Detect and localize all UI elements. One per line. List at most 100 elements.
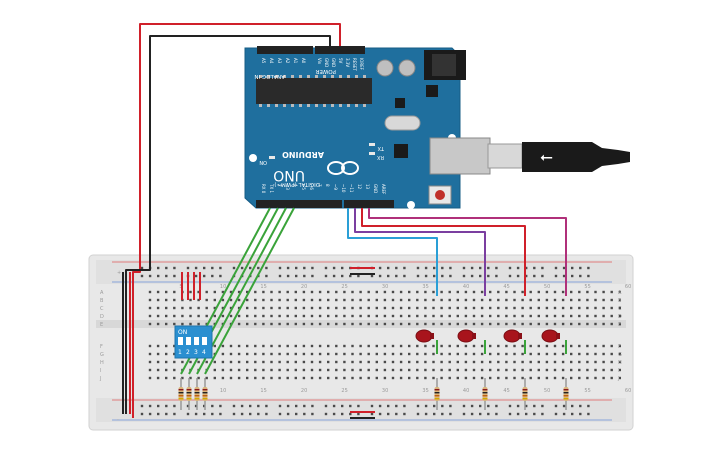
row-letter: J [617,376,619,382]
power-pin-label: RESET [352,58,357,71]
dip-number: 3 [194,349,198,356]
row-letter: D [100,314,104,320]
column-number: 40 [463,284,469,290]
capacitor [376,59,394,77]
column-number: 60 [625,284,631,290]
row-letter: A [618,290,622,296]
led [457,329,486,354]
analog-pin-label: A2 [285,58,290,64]
analog-label: ANALOG IN [254,73,285,79]
column-number: 10 [220,388,226,394]
column-number: 35 [422,284,428,290]
digital-pin-label: 13 [365,184,370,190]
column-number: 55 [584,284,590,290]
digital-header-right [344,200,394,208]
row-letter: H [618,360,622,366]
on-label: ON [259,159,267,165]
row-letter: G [100,352,104,358]
column-number: 45 [503,388,509,394]
power-header [315,46,365,54]
wire-gnd-black [125,35,331,414]
capacitor [398,59,416,77]
row-letter: F [618,344,621,350]
column-number: 30 [382,388,388,394]
column-number: 40 [463,388,469,394]
power-pin-label: 3.3V [345,58,350,67]
dip-on-label: ON [178,329,187,336]
wire-led-2-purple [354,208,486,296]
tx-label: TX [377,145,385,151]
digital-pin-label: 8 [325,184,330,187]
digital-pin-label: ~11 [349,184,354,193]
usb-icon: ⭠ [540,147,553,166]
analog-pin-label: A3 [277,58,282,64]
row-letter: I [618,368,619,374]
digital-pin-label: GND [373,184,378,193]
dip-lever[interactable] [194,337,199,345]
power-wires [122,23,375,419]
column-number: 50 [544,388,550,394]
row-letter: A [100,290,104,296]
row-letter: E [100,322,103,328]
top-power-rail [96,260,626,284]
led [415,329,438,354]
column-number: 20 [301,284,307,290]
resistor [563,378,569,410]
column-number: 20 [301,388,307,394]
led [541,329,567,354]
usb-plug [487,143,523,169]
digital-pin-label: 2 [277,184,282,187]
model-text: UNO [273,167,305,183]
resistor [522,378,528,410]
power-pin-label: IOREF [359,58,364,71]
row-letter: C [100,306,104,312]
led [503,329,526,354]
wire-led-3-red [361,208,526,296]
small-chip [394,144,408,158]
dip-number: 4 [202,349,206,356]
analog-pin-label: A5 [261,58,266,64]
digital-pin-label: 4 [293,184,298,187]
usb-cable [522,142,630,172]
dip-pullup-wires [181,272,201,300]
mount-hole [407,201,415,209]
dip-lever[interactable] [186,337,191,345]
power-label: POWER [315,68,336,74]
resistor [202,378,208,410]
infinity-logo-icon [327,161,359,175]
column-number: 35 [422,388,428,394]
rail-plus-label: + [117,270,121,276]
analog-pin-label: A4 [269,58,274,64]
mount-hole [249,154,257,162]
digital-pin-label: TX 1 [269,183,274,193]
wire-led-1-blue [347,208,438,296]
column-number: 15 [260,388,266,394]
digital-pin-label: ~3 [285,184,290,190]
column-number: 15 [260,284,266,290]
crystal [384,115,421,131]
resistor [194,378,200,410]
column-number: 10 [220,284,226,290]
rx-label: RX [377,154,384,160]
row-letter: G [618,352,622,358]
arduino-uno-board: ⭠ ARDUINO UNO ON TX RX DIGITAL (PWM~) PO… [244,46,630,209]
microcontroller-chip [256,78,372,104]
resistor [482,378,488,410]
wire-led-4-magenta [368,208,567,296]
digital-header-left [256,200,342,208]
power-pin-label: 5V [338,58,343,64]
row-letter: C [618,306,622,312]
resistor [178,378,184,410]
digital-pin-label: ~10 [341,184,346,193]
row-letter: B [618,298,622,304]
digital-pin-label: AREF [381,184,386,195]
column-number: 25 [341,284,347,290]
dip-lever[interactable] [178,337,183,345]
wire-5v-red [132,23,341,418]
column-number: 55 [584,388,590,394]
power-pin-label: GND [324,58,329,67]
column-number: 60 [625,388,631,394]
dip-lever[interactable] [202,337,207,345]
